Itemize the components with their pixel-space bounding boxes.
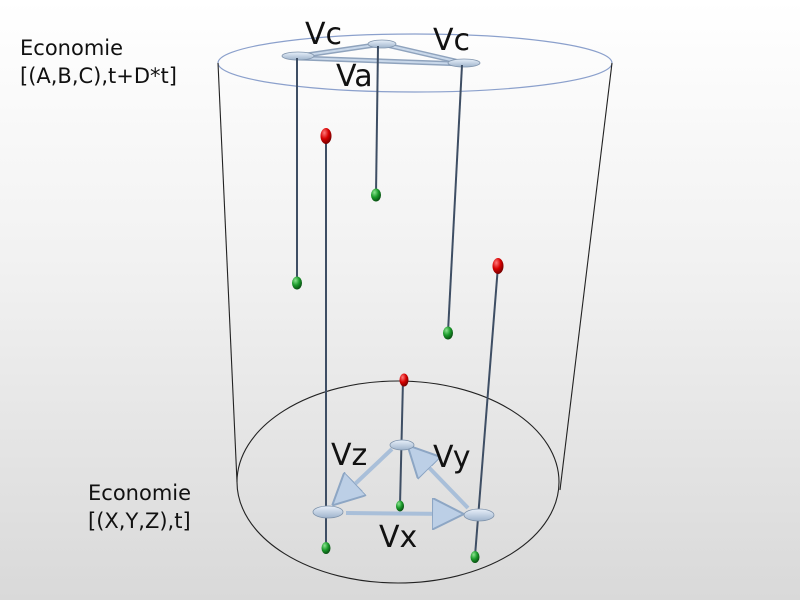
green-marker-top-right: [443, 326, 453, 340]
red-marker-right: [492, 258, 504, 274]
red-marker-left: [320, 128, 332, 144]
green-marker-top-middle: [371, 188, 381, 202]
cylinder-right-wall: [559, 62, 613, 491]
cylinder-bottom-rim: [236, 380, 560, 584]
label-vx: Vx: [379, 520, 417, 555]
label-vc-left: Vc: [305, 17, 342, 52]
arrow-vx: [345, 513, 456, 514]
green-marker-bottom-right: [470, 551, 480, 563]
bottom-triangle: [338, 447, 470, 514]
top-disc-middle: [367, 39, 397, 49]
label-vz: Vz: [331, 438, 367, 473]
top-triangle: [297, 41, 467, 67]
top-economy-caption: Economie [(A,B,C),t+D*t]: [20, 34, 177, 90]
rod-bottom-right: [474, 265, 499, 557]
label-va: Va: [336, 59, 373, 94]
green-marker-top-left: [292, 276, 302, 290]
rod-top-right: [447, 64, 463, 333]
top-economy-state: [(A,B,C),t+D*t]: [20, 64, 177, 88]
bottom-disc-left: [312, 505, 344, 519]
bottom-disc-right: [463, 508, 495, 522]
cylinder-left-wall: [217, 62, 238, 483]
bottom-disc-top: [389, 439, 415, 451]
red-marker-middle: [399, 373, 409, 387]
bottom-economy-title: Economie: [88, 481, 192, 505]
top-economy-title: Economie: [20, 36, 124, 60]
label-vy: Vy: [433, 440, 470, 475]
rod-top-middle: [375, 45, 379, 195]
top-disc-right: [447, 58, 481, 68]
green-marker-bottom-left: [321, 542, 331, 554]
bottom-economy-caption: Economie [(X,Y,Z),t]: [88, 479, 191, 535]
label-vc-right: Vc: [433, 23, 470, 58]
green-marker-bottom-middle: [396, 500, 404, 512]
arrow-vz: [338, 447, 394, 500]
bottom-economy-state: [(X,Y,Z),t]: [88, 509, 191, 533]
